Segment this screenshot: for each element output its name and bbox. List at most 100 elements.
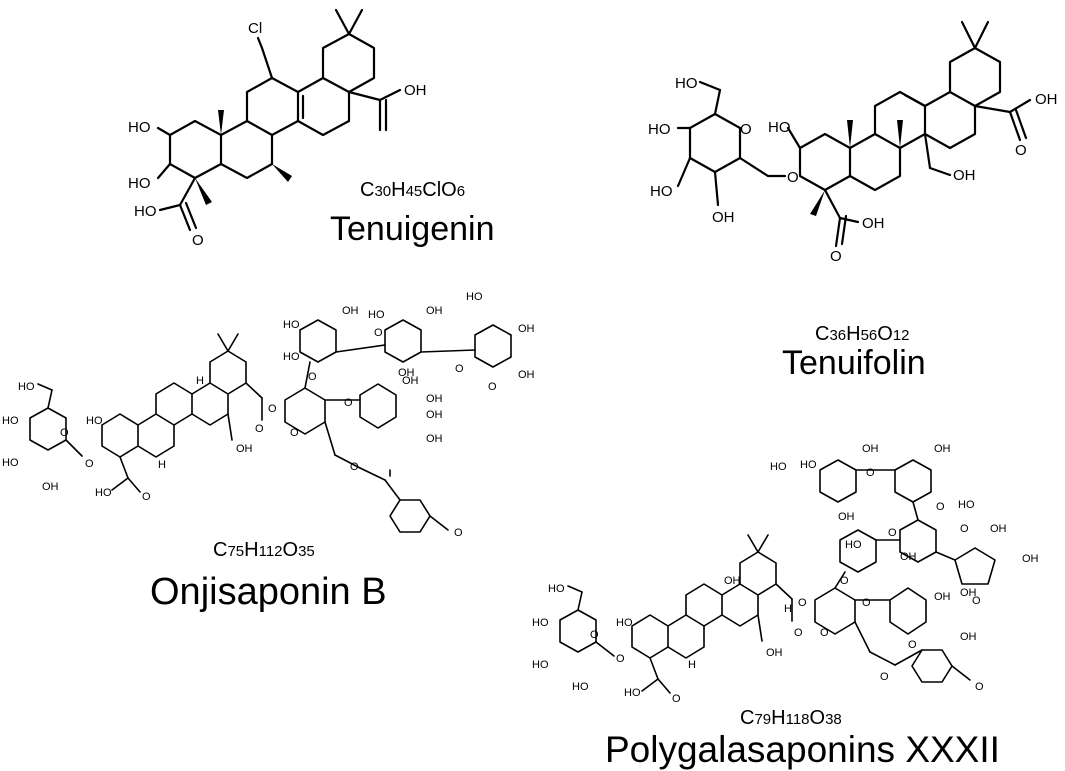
atom-label: HO (532, 659, 549, 671)
atom-label: OH (953, 167, 976, 184)
formula-element: C (213, 539, 227, 561)
atom-label: OH (426, 409, 443, 421)
formula-subscript: 36 (829, 327, 846, 344)
atom-label: O (862, 597, 871, 609)
molecular-formula: C75H112O35 (213, 539, 315, 561)
atom-label: OH (426, 393, 443, 405)
atom-label: HO (958, 499, 975, 511)
compound-name: Polygalasaponins XXXII (605, 729, 1000, 770)
molecular-formula: C79H118O38 (740, 707, 842, 729)
atom-label: OH (42, 481, 59, 493)
atom-label: O (290, 427, 299, 439)
atom-label: O (820, 627, 829, 639)
atom-label: O (454, 527, 463, 539)
atom-label: HO (675, 75, 698, 92)
atom-label: HO (532, 617, 549, 629)
atom-label: HO (616, 617, 633, 629)
atom-label: O (880, 671, 889, 683)
atom-label: HO (845, 539, 862, 551)
atom-label: O (344, 397, 353, 409)
atom-label: O (590, 629, 599, 641)
atom-label: O (840, 575, 849, 587)
atom-label: HO (466, 291, 483, 303)
atom-label: OH (960, 587, 977, 599)
compound-name: Tenuigenin (330, 210, 494, 248)
atom-label: OH (724, 575, 741, 587)
compound-name: Tenuifolin (782, 344, 926, 382)
atom-label: O (830, 248, 842, 265)
atom-label: O (787, 169, 799, 186)
atom-label: O (255, 423, 264, 435)
atom-label: H (196, 375, 204, 387)
molecular-formula: C30H45ClO6 (360, 179, 465, 201)
atom-label: OH (766, 647, 783, 659)
atom-label: HO (572, 681, 589, 693)
atom-label: OH (838, 511, 855, 523)
atom-label: OH (1022, 553, 1039, 565)
atom-label: HO (134, 203, 157, 220)
atom-label: HO (368, 309, 385, 321)
atom-label: O (142, 491, 151, 503)
atom-label: H (158, 459, 166, 471)
atom-label: OH (934, 591, 951, 603)
formula-element: H (846, 323, 860, 345)
atom-label: O (268, 403, 277, 415)
atom-label: OH (426, 305, 443, 317)
atom-label: O (60, 427, 69, 439)
atom-label: O (1015, 142, 1027, 159)
formula-subscript: 118 (786, 711, 810, 728)
atom-label: HO (128, 175, 151, 192)
atom-label: HO (768, 119, 791, 136)
atom-label: OH (404, 82, 427, 99)
atom-label: HO (2, 415, 19, 427)
atom-label: OH (712, 209, 735, 226)
atom-label: O (350, 461, 359, 473)
onjisaponin-b-structure: HO HO HO HO OH O O HO O H H O O OH O HO … (2, 291, 535, 613)
atom-label: OH (518, 323, 535, 335)
atom-label: HO (650, 183, 673, 200)
compound-name: Onjisaponin B (150, 571, 387, 613)
formula-element: C (360, 179, 374, 201)
atom-label: O (85, 458, 94, 470)
formula-subscript: 6 (457, 183, 465, 200)
atom-label: O (960, 523, 969, 535)
atom-label: O (936, 501, 945, 513)
formula-element: C (815, 323, 829, 345)
atom-label: O (308, 371, 317, 383)
atom-label: OH (862, 443, 879, 455)
atom-label: OH (900, 551, 917, 563)
atom-label: O (488, 381, 497, 393)
atom-label: HO (548, 583, 565, 595)
atom-label: HO (770, 461, 787, 473)
atom-label: O (975, 681, 984, 693)
formula-element: O (877, 323, 893, 345)
atom-label: HO (283, 351, 300, 363)
polygalasaponins-xxxii-structure: HO HO HO HO O HO O HO OH O OH H H O O O … (532, 443, 1039, 770)
tenuifolin-structure: HO HO HO OH O O HO OH O OH O OH C36H56O1… (648, 20, 1058, 382)
atom-label: O (374, 327, 383, 339)
atom-label: OH (426, 433, 443, 445)
atom-label: H (784, 603, 792, 615)
tenuigenin-structure: Cl OH HO HO HO O C30H45ClO6 Tenuigenin (128, 8, 494, 249)
atom-label: HO (800, 459, 817, 471)
atom-label: O (794, 627, 803, 639)
formula-subscript: 30 (374, 183, 391, 200)
formula-element: C (740, 707, 754, 729)
atom-label: OH (1035, 91, 1058, 108)
formula-subscript: 56 (861, 327, 878, 344)
atom-label: O (616, 653, 625, 665)
formula-element: H (391, 179, 405, 201)
atom-label: O (672, 693, 681, 705)
formula-subscript: 12 (893, 327, 910, 344)
atom-label: O (888, 527, 897, 539)
formula-subscript: 38 (825, 711, 842, 728)
atom-label: HO (86, 415, 103, 427)
atom-label: O (908, 639, 917, 651)
atom-label: OH (862, 215, 885, 232)
formula-subscript: 79 (754, 711, 771, 728)
formula-subscript: 35 (298, 543, 315, 560)
formula-element: H (771, 707, 785, 729)
atom-label: O (798, 597, 807, 609)
atom-label: OH (398, 367, 415, 379)
formula-element: ClO (422, 179, 456, 201)
